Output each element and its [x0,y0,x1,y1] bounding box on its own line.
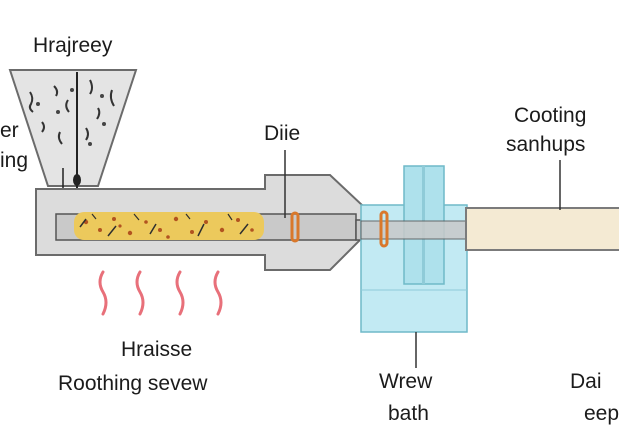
molten-material [74,212,264,240]
coating-label-line1: Cooting [514,104,586,127]
bath-label-line2: bath [388,402,429,425]
die-label: Diie [264,122,300,145]
coated-strand [465,207,619,251]
left-label-line1: er [0,119,19,142]
bath-label-line1: Wrew [379,370,433,393]
screw-label: Roothing sevew [58,372,208,395]
right-label-line2: eep [584,402,619,425]
coating-label-line2: sanhups [506,133,585,156]
heat-waves [98,270,223,316]
right-label-line1: Dai [570,370,602,393]
die-ring [290,211,300,243]
left-label-line2: ing [0,149,28,172]
heater-label: Hraisse [121,338,192,361]
hopper-label: Hrajreey [33,34,113,57]
water-bath [360,165,468,333]
hopper [8,69,138,204]
